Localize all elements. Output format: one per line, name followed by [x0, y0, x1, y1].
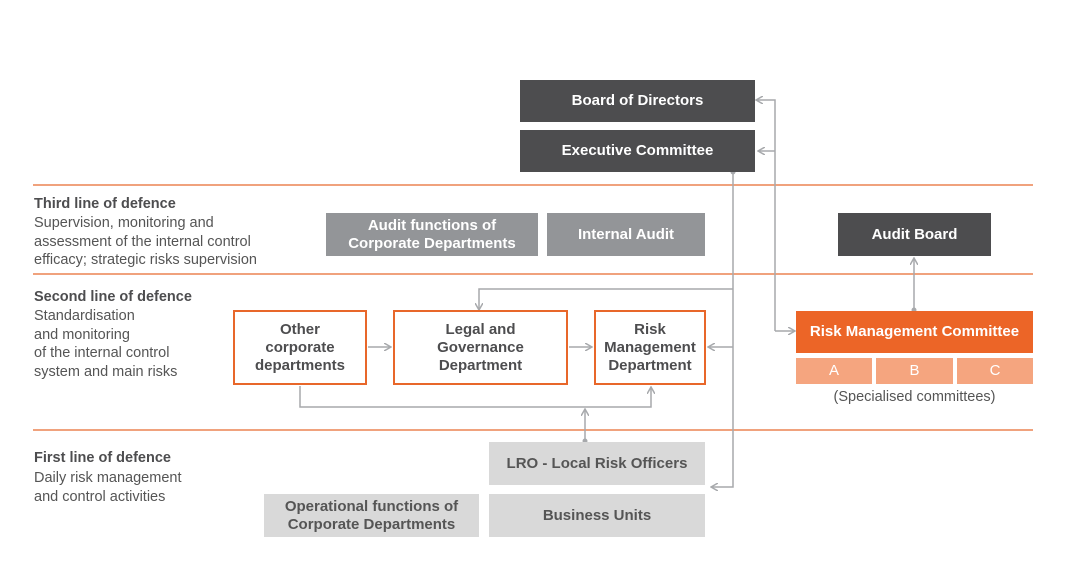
audit-board-box: Audit Board: [838, 213, 991, 256]
specialised-committees-caption: (Specialised committees): [833, 389, 996, 405]
sub-committee-a: A: [796, 358, 872, 384]
second-line-title: Second line of defence: [34, 289, 192, 305]
risk-management-department-box: Risk Management Department: [594, 310, 706, 385]
executive-committee-box: Executive Committee: [520, 130, 755, 172]
board-of-directors-box: Board of Directors: [520, 80, 755, 122]
second-line-description: Standardisation and monitoring of the in…: [34, 308, 178, 380]
exec-trunk-connector: [712, 172, 734, 487]
lro-box: LRO - Local Risk Officers: [489, 442, 705, 485]
internal-audit-box: Internal Audit: [547, 213, 705, 256]
third-line-description: Supervision, monitoring and assessment o…: [34, 215, 257, 268]
legal-governance-box: Legal and Governance Department: [393, 310, 568, 385]
sub-committee-b: B: [876, 358, 953, 384]
divider-second-line: [33, 273, 1033, 275]
sub-committee-c: C: [957, 358, 1033, 384]
third-line-title: Third line of defence: [34, 196, 176, 212]
business-units-box: Business Units: [489, 494, 705, 537]
risk-management-committee-box: Risk Management Committee: [796, 311, 1033, 353]
trunk-to-legal-connector: [479, 288, 733, 309]
first-line-description: Daily risk management and control activi…: [34, 470, 182, 505]
rmc-to-board-connector: [757, 100, 776, 331]
divider-third-line: [33, 184, 1033, 186]
operational-functions-box: Operational functions of Corporate Depar…: [264, 494, 479, 537]
bottom-bracket-connector: [299, 386, 651, 408]
other-departments-box: Other corporate departments: [233, 310, 367, 385]
audit-functions-box: Audit functions of Corporate Departments: [326, 213, 538, 256]
first-line-title: First line of defence: [34, 450, 171, 466]
divider-first-line: [33, 429, 1033, 431]
